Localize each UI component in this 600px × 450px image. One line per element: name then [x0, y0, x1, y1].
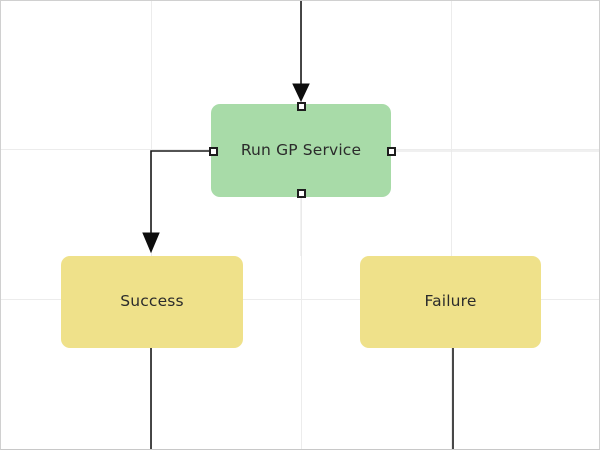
node-success[interactable]: Success: [61, 256, 243, 348]
edge-run-to-success[interactable]: [150, 150, 212, 241]
node-label-run-gp-service: Run GP Service: [240, 140, 362, 159]
node-run-gp-service[interactable]: Run GP Service: [211, 104, 391, 197]
arrowhead-incoming-top: [292, 83, 310, 103]
port-handle-left[interactable]: [208, 146, 218, 156]
port-handle-bottom[interactable]: [296, 188, 306, 198]
node-label-success: Success: [120, 292, 184, 311]
port-handle-right[interactable]: [386, 146, 396, 156]
arrowhead-run-to-success: [142, 232, 160, 254]
port-handle-top[interactable]: [296, 101, 306, 111]
node-label-failure: Failure: [424, 292, 477, 311]
node-failure[interactable]: Failure: [360, 256, 541, 348]
